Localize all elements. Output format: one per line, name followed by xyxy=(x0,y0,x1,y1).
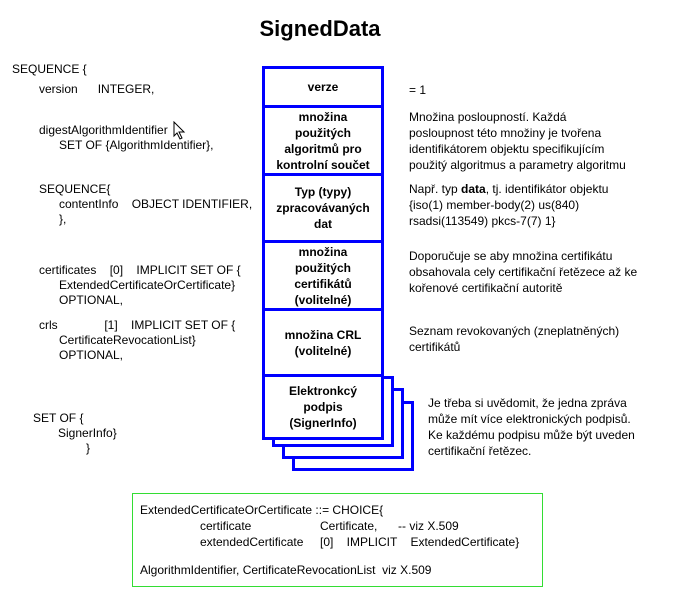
note-crls: Seznam revokovaných (zneplatněných) cert… xyxy=(409,324,620,354)
definition-extended-type: [0] IMPLICIT ExtendedCertificate} xyxy=(320,535,520,549)
definitions-box: ExtendedCertificateOrCertificate ::= CHO… xyxy=(132,493,543,587)
definition-reference: AlgorithmIdentifier, CertificateRevocati… xyxy=(140,563,432,577)
note-certificates: Doporučuje se aby množina certifikátu ob… xyxy=(409,249,638,295)
asn1-content-seq: SEQUENCE{ xyxy=(39,182,111,196)
asn1-crls-type: CertificateRevocationList} xyxy=(59,333,196,347)
asn1-sequence-open: SEQUENCE { xyxy=(12,62,87,76)
asn1-signer-close: } xyxy=(86,441,91,455)
definition-certificate-type: Certificate, xyxy=(320,519,378,533)
definition-choice: ExtendedCertificateOrCertificate ::= CHO… xyxy=(140,503,384,517)
box-signer-info: Elektronkcý podpis (SignerInfo) xyxy=(262,374,384,440)
asn1-certificates-type: ExtendedCertificateOrCertificate} xyxy=(59,278,236,292)
asn1-content-info: contentInfo OBJECT IDENTIFIER, xyxy=(59,197,253,211)
asn1-signer-info: SignerInfo} xyxy=(58,426,117,440)
asn1-digest-name: digestAlgorithmIdentifier xyxy=(39,123,168,137)
note-content: Např. typ data, tj. identifikátor objekt… xyxy=(409,182,609,228)
asn1-signer-set: SET OF { xyxy=(33,411,84,425)
definition-extended-name: extendedCertificate xyxy=(200,535,304,549)
asn1-crls-optional: OPTIONAL, xyxy=(59,348,124,362)
definition-certificate-comment: -- viz X.509 xyxy=(398,519,459,533)
asn1-certificates-optional: OPTIONAL, xyxy=(59,293,124,307)
box-certificates: množina použitých certifikátů (volitelné… xyxy=(262,240,384,311)
asn1-certificates: certificates [0] IMPLICIT SET OF { xyxy=(39,263,241,277)
definition-certificate-name: certificate xyxy=(200,519,252,533)
box-crls: množina CRL (volitelné) xyxy=(262,308,384,377)
box-digest-algorithms: množina použitých algoritmů pro kontroln… xyxy=(262,105,384,176)
note-digest: Množina posloupností. Každá posloupnost … xyxy=(409,110,626,172)
asn1-content-close: }, xyxy=(59,212,67,226)
asn1-digest-type: SET OF {AlgorithmIdentifier}, xyxy=(59,138,214,152)
box-version: verze xyxy=(262,66,384,108)
mouse-cursor-icon xyxy=(173,121,186,140)
box-content-type: Typ (typy) zpracovávaných dat xyxy=(262,173,384,243)
asn1-crls: crls [1] IMPLICIT SET OF { xyxy=(39,318,236,332)
note-version: = 1 xyxy=(409,83,427,97)
diagram-title: SignedData xyxy=(259,16,381,41)
note-signers: Je třeba si uvědomit, že jedna zpráva mů… xyxy=(428,396,635,458)
asn1-version: version INTEGER, xyxy=(39,82,155,96)
